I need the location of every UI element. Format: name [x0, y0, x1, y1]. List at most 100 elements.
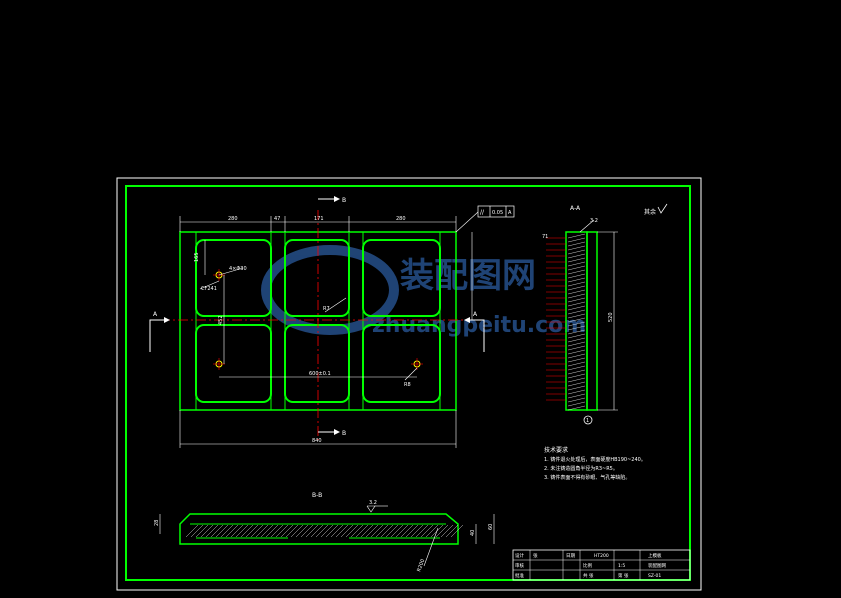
side-hatch-line [567, 281, 586, 287]
bottom-section-view: B-B 28 60 40 3.2 R200 [154, 492, 495, 573]
tb-scale: 1:5 [618, 563, 625, 569]
side-hatch-line [567, 361, 586, 367]
side-hatch-line [567, 349, 586, 355]
section-arrow-right: A [464, 311, 485, 352]
bottom-hatch-line [390, 524, 404, 538]
side-plate-body [565, 231, 588, 411]
bottom-hatch-line [315, 524, 329, 538]
bottom-hatch-line [295, 524, 309, 538]
side-hatch-line [567, 309, 586, 315]
bottom-hatch-line [425, 524, 439, 538]
side-hatch-line [567, 369, 586, 375]
side-hatch-line [567, 317, 586, 323]
bottom-hatch-line [375, 524, 389, 538]
dim-vertical-right: 520 [608, 312, 614, 322]
bottom-hatch-line [345, 524, 359, 538]
bottom-hatch-line [300, 524, 314, 538]
side-hatch-line [567, 289, 586, 295]
leader-hole-label [199, 280, 220, 290]
side-hatch-line [567, 357, 586, 363]
leader-hole-note [218, 267, 244, 276]
balloon-1-label: 1 [586, 418, 589, 424]
tb-sheet-label: 共 张 [583, 572, 594, 579]
dim-bottom-h3: 40 [470, 530, 476, 536]
note-item-1: 1. 铸件退火处理后，表面硬度HB190~240。 [544, 456, 646, 463]
side-hatch-line [567, 385, 586, 391]
dim-section-top-h: 71 [542, 234, 548, 240]
side-hatch-line [567, 373, 586, 379]
side-hatch-line [567, 333, 586, 339]
title-block: 设计 张 日期 HT200 上模板 审核 比例 1:5 装配图网 批准 共 张 … [512, 549, 691, 581]
bottom-hatch-line [215, 524, 229, 538]
tb-designer-label: 设计 [515, 552, 524, 559]
bottom-hatch-line [190, 524, 204, 538]
side-hatch-line [567, 285, 586, 291]
bottom-hatch-line [235, 524, 249, 538]
bottom-hatch-line [310, 524, 324, 538]
bottom-hatch-line [370, 524, 384, 538]
leader-radius-center [324, 297, 347, 313]
bottom-hatch-line [185, 524, 199, 538]
bottom-hatch-line [250, 524, 264, 538]
bottom-hatch-line [255, 524, 269, 538]
side-hatch-line [567, 341, 586, 347]
bottom-hatch-line [200, 524, 214, 538]
side-hatch-line [567, 293, 586, 299]
side-hatch-line [567, 245, 586, 251]
hole-note: 4×Φ30 [229, 266, 247, 272]
side-hatch-line [567, 393, 586, 399]
svg-text:B: B [342, 197, 346, 204]
bottom-hatch-line [330, 524, 344, 538]
general-roughness: 其余 [644, 203, 668, 216]
side-ticks [546, 237, 566, 401]
bottom-hatch-line [395, 524, 409, 538]
bottom-hatch-line [285, 524, 299, 538]
bottom-hatch-line [410, 524, 424, 538]
hole-label: CF241 [201, 286, 217, 292]
roughness-mark: 其余 [644, 208, 656, 216]
bottom-hatch-line [365, 524, 379, 538]
side-hatch-line [567, 377, 586, 383]
bottom-hatch-line [380, 524, 394, 538]
dim-height-left-1: 165 [194, 252, 200, 262]
dim-hole-spacing: 600±0.1 [309, 371, 331, 377]
leader-bottom-angle [423, 527, 439, 567]
dim-top-right: 280 [396, 216, 406, 222]
side-hatch-line [567, 253, 586, 259]
side-hatch-line [567, 321, 586, 327]
note-item-2: 2. 未注铸造圆角半径为R3~R5。 [544, 465, 618, 472]
leader-section-rough [579, 219, 595, 233]
pocket-top-mid [284, 239, 350, 317]
svg-text:A: A [153, 311, 158, 318]
bottom-hatch-line [225, 524, 239, 538]
tolerance-value: 0.05 [492, 210, 503, 216]
side-hatch-line [567, 249, 586, 255]
side-hatch-line [567, 329, 586, 335]
bottom-hatch-line [340, 524, 354, 538]
side-hatch-line [567, 233, 586, 239]
note-item-3: 3. 铸件表面不得有砂眼、气孔等缺陷。 [544, 474, 630, 481]
dim-top-gap: 47 [274, 216, 280, 222]
side-hatch-line [567, 297, 586, 303]
front-view: 280 47 171 280 840 165 452 4×Φ30 CF241 6… [149, 196, 515, 448]
bottom-angle: R200 [416, 558, 426, 572]
pocket-top-right [362, 239, 441, 317]
side-hatch-line [567, 237, 586, 243]
outer-sheet-border [116, 177, 702, 591]
bottom-hatch-line [220, 524, 234, 538]
bottom-hatch-line [210, 524, 224, 538]
pocket-top-left [195, 239, 272, 317]
side-plate-back [586, 231, 598, 411]
bottom-roughness: 3.2 [369, 500, 377, 506]
side-hatch-line [567, 313, 586, 319]
bottom-hatch-line [420, 524, 434, 538]
bottom-hatch [185, 524, 464, 538]
bottom-hatch-line [325, 524, 339, 538]
side-hatch-line [567, 241, 586, 247]
tb-checker-label: 审核 [515, 562, 524, 569]
geometric-tolerance-frame: // 0.05 A [455, 205, 515, 233]
bottom-hatch-line [450, 524, 464, 538]
bottom-hatch-line [195, 524, 209, 538]
